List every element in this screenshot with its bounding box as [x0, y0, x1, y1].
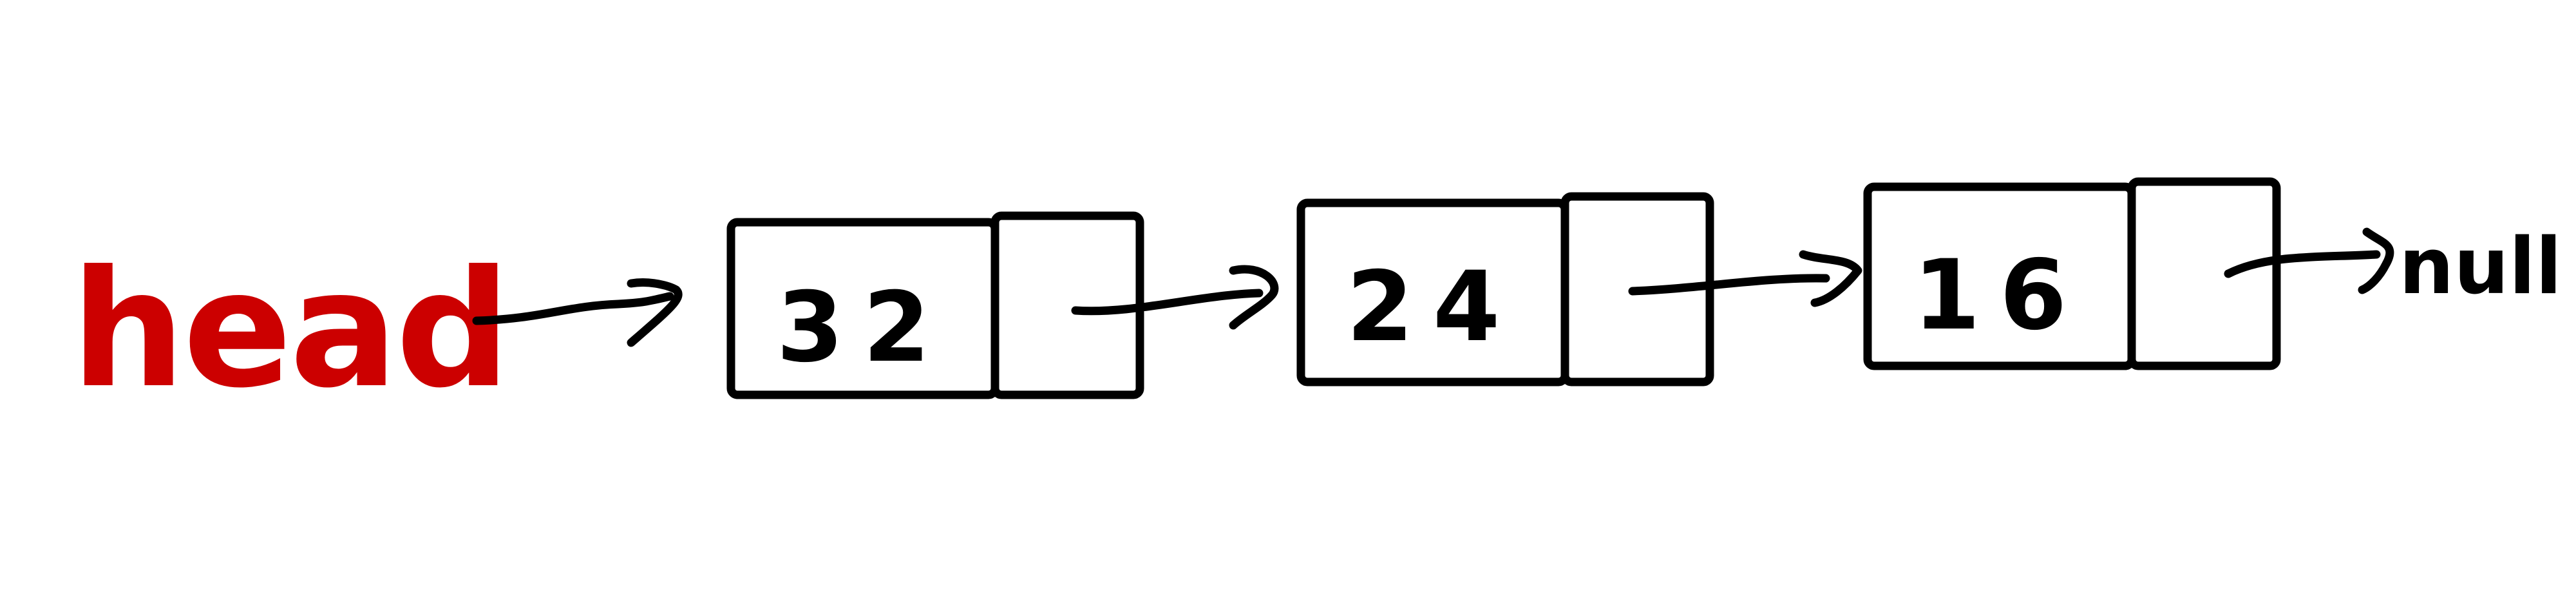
node-next-box: [990, 211, 1144, 399]
next-pointer-arrow: [1628, 250, 1862, 307]
list-node: 32: [726, 211, 1144, 399]
head-pointer-arrow: [472, 278, 683, 347]
head-label: head: [71, 236, 508, 423]
node-next-box: [2127, 177, 2281, 370]
node-value: 16: [1913, 240, 2087, 352]
null-label: null: [2399, 222, 2562, 312]
list-node: 16: [1863, 177, 2281, 370]
node-value: 32: [777, 272, 950, 384]
next-pointer-arrow: [1071, 265, 1279, 330]
node-value: 24: [1347, 251, 1520, 363]
null-pointer-arrow: [2224, 227, 2394, 294]
